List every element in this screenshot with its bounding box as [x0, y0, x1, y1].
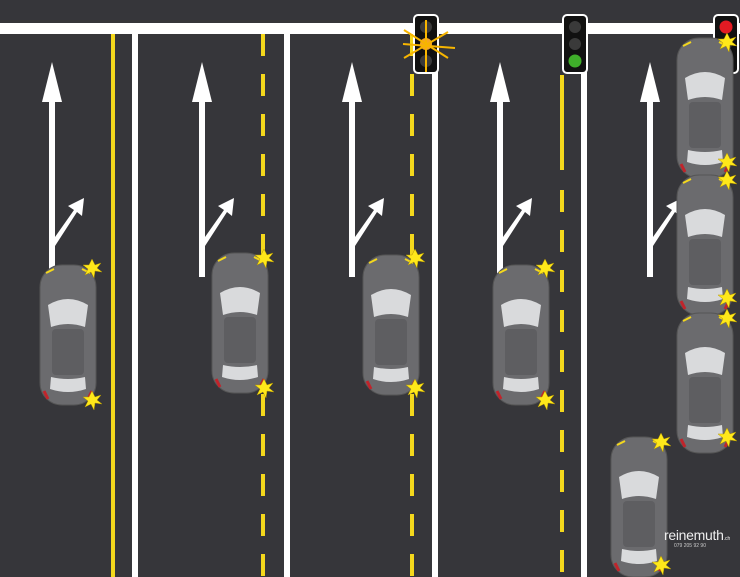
car: [609, 435, 669, 577]
car: [491, 263, 551, 407]
car: [210, 251, 270, 395]
logo-name: reinemuth: [664, 527, 724, 543]
car: [361, 253, 421, 397]
lane-dividers: [132, 34, 587, 577]
car: [38, 263, 98, 407]
traffic-light-amber: [402, 14, 456, 74]
logo-phone: 079 205 92 90: [674, 543, 706, 549]
logo-tld: .ch: [723, 536, 731, 542]
car: [675, 311, 735, 455]
stop-line: [0, 23, 740, 34]
brand-logo: reinemuth.ch 079 205 92 90: [664, 527, 730, 549]
traffic-light-green: [562, 14, 588, 74]
car: [675, 36, 735, 180]
yellow-lines: [111, 34, 564, 577]
